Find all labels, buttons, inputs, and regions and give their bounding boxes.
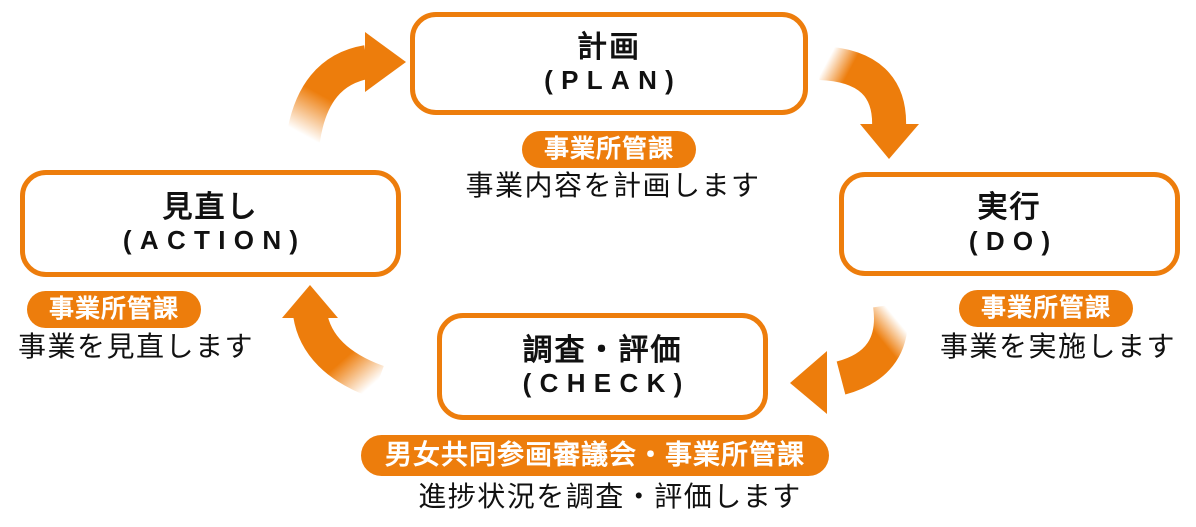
arrow-do-to-check-icon (790, 302, 908, 414)
do-title: 実行 (977, 191, 1042, 225)
action-subtitle: (ACTION) (122, 225, 307, 256)
plan-title: 計画 (577, 30, 641, 64)
do-description: 事業を実施します (940, 331, 1177, 362)
action-description: 事業を見直します (18, 331, 255, 362)
arrow-action-to-plan-icon (286, 32, 406, 143)
do-badge: 事業所管課 (958, 290, 1134, 327)
do-box: 実行 (DO) (839, 172, 1180, 276)
plan-badge: 事業所管課 (521, 131, 697, 168)
plan-description: 事業内容を計画します (465, 170, 761, 201)
check-badge: 男女共同参画審議会・事業所管課 (361, 435, 829, 477)
check-subtitle: (CHECK) (522, 368, 691, 399)
action-box: 見直し (ACTION) (20, 170, 401, 277)
plan-box: 計画 (PLAN) (410, 12, 808, 115)
action-badge: 事業所管課 (27, 291, 202, 328)
arrow-plan-to-do-icon (818, 46, 919, 159)
check-title: 調査・評価 (522, 333, 683, 367)
plan-subtitle: (PLAN) (544, 65, 683, 96)
arrow-check-to-action-icon (282, 285, 385, 398)
check-box: 調査・評価 (CHECK) (437, 313, 768, 420)
check-description: 進捗状況を調査・評価します (418, 481, 802, 512)
do-subtitle: (DO) (968, 225, 1059, 256)
action-title: 見直し (162, 190, 259, 224)
